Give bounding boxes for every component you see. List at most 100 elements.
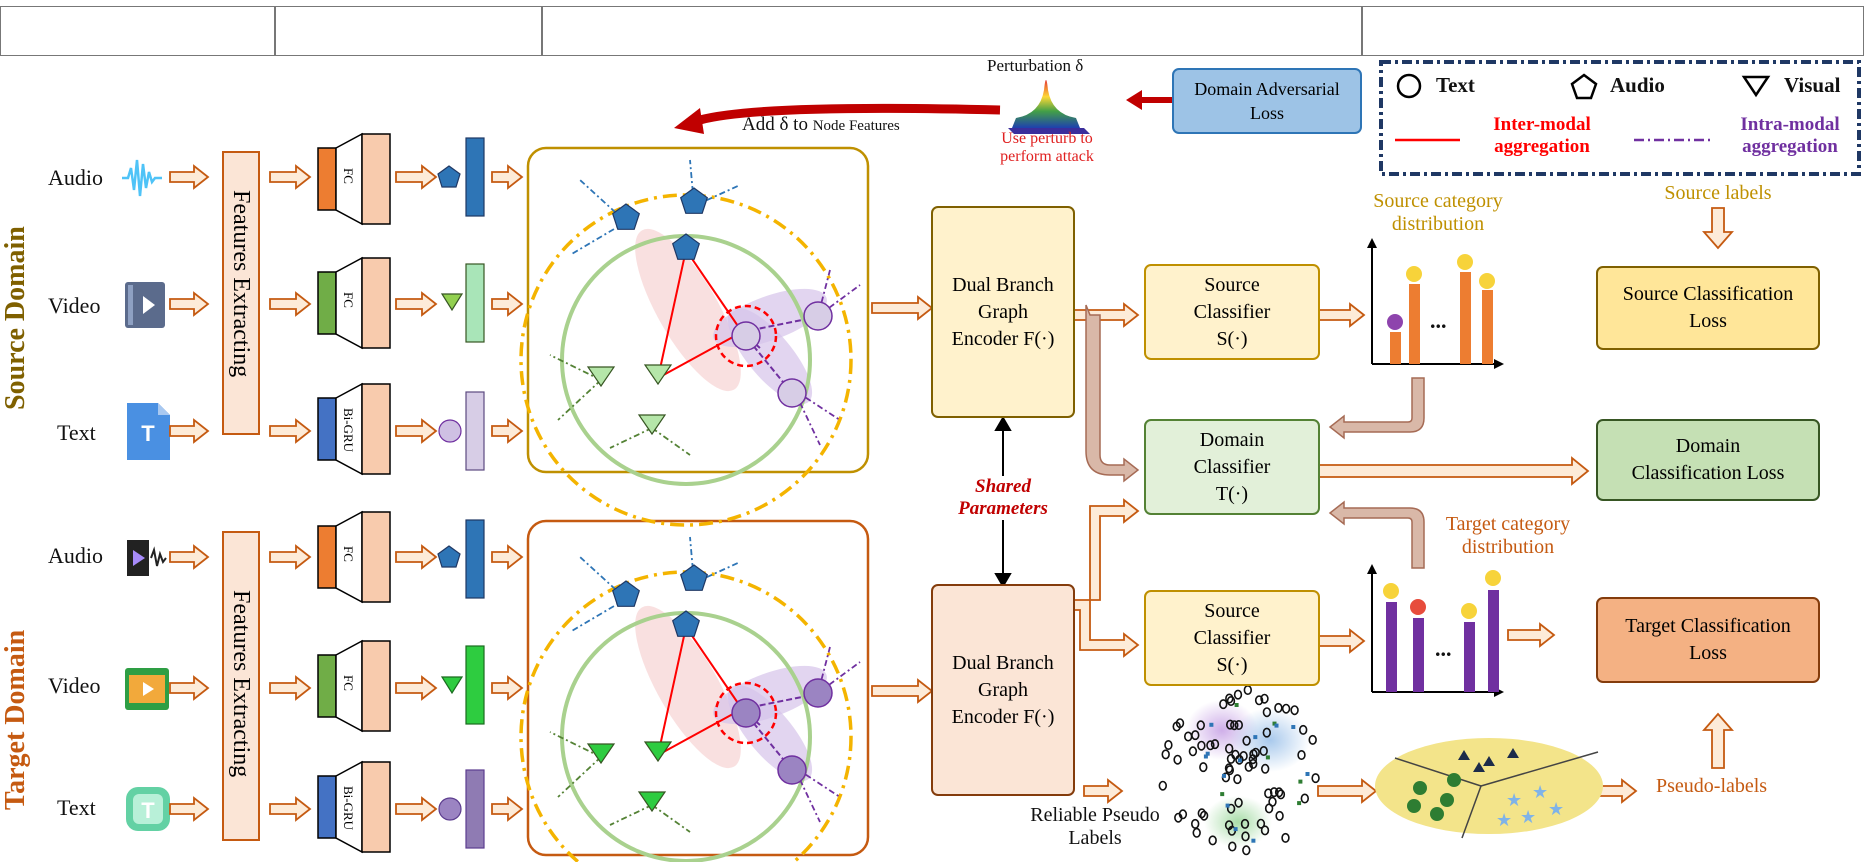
legend-intra-modal: Intra-modal aggregation (1740, 114, 1839, 158)
source-distribution-chart (1367, 238, 1504, 369)
legend-visual-label: Visual (1784, 73, 1841, 97)
source-classifier-line2: Classifier (1193, 626, 1271, 649)
pseudo-label-scatter (1158, 684, 1320, 856)
encoder-line1: Dual Branch (952, 651, 1054, 674)
waveform-icon (122, 159, 162, 197)
svg-text:T: T (141, 421, 155, 446)
target-distribution-chart (1367, 564, 1504, 697)
features-extracting-label-source: Features Extracting (228, 190, 254, 378)
outer-neighborhood-ring (519, 570, 853, 862)
text-document-icon: T (127, 403, 170, 460)
video-player-icon (125, 668, 169, 710)
svg-text:★: ★ (1532, 782, 1548, 803)
target-ellipsis: ... (1435, 636, 1452, 661)
legend-box (1379, 60, 1861, 176)
shared-line2: Parameters (958, 497, 1048, 519)
domain-classifier-line1: Domain (1199, 428, 1265, 451)
target-loss-line2: Loss (1689, 642, 1727, 664)
node-embeddings (437, 137, 485, 849)
legend-inter-line1: Inter-modal (1493, 114, 1591, 135)
domain-loss-line1: Domain (1675, 435, 1741, 457)
features-extracting-label-target: Features Extracting (228, 590, 254, 778)
bigru-label: Bi-GRU (341, 408, 356, 453)
video-icon (125, 282, 165, 328)
target-loss-line1: Target Classification (1625, 615, 1791, 637)
fc-layers (317, 132, 391, 854)
header-decoupling: Decoupling Dual Branches for Category Al… (1362, 6, 1864, 56)
domain-adversarial-line1: Domain Adversarial (1194, 78, 1340, 99)
legend-text-label: Text (1436, 73, 1475, 97)
encoder-line3: Encoder F(·) (951, 705, 1055, 728)
source-classifier-line3: S(·) (1216, 653, 1248, 676)
domain-adversarial-line2: Loss (1249, 103, 1284, 123)
svg-text:★: ★ (1520, 807, 1536, 828)
fc-label: FC (341, 168, 356, 184)
reliable-line2: Labels (1068, 827, 1122, 849)
modality-audio-source: Audio (48, 165, 103, 190)
modality-video-source: Video (48, 293, 101, 318)
domain-classifier-line2: Classifier (1193, 455, 1271, 478)
use-perturb-note: Use perturb to perform attack (1000, 130, 1094, 167)
features-extracting-bar-source (222, 151, 260, 435)
legend-intra-line2: aggregation (1742, 135, 1838, 157)
flow-arrows (169, 164, 1734, 822)
svg-text:★: ★ (1496, 810, 1512, 831)
source-classifier-line1: Source (1204, 599, 1260, 622)
shared-line1: Shared (975, 476, 1031, 497)
source-dist-line2: distribution (1391, 213, 1485, 235)
source-labels-label: Source labels (1664, 182, 1772, 204)
cluster-ellipse: ★★ ★★ ★ (1375, 738, 1603, 839)
outer-neighborhood-ring (519, 193, 853, 527)
source-classifier-line3: S(·) (1216, 327, 1248, 350)
perturbation-peak-icon (1008, 80, 1090, 134)
target-category-distribution-label: Target category distribution (1446, 513, 1570, 559)
target-graph (519, 536, 861, 862)
source-category-distribution-label: Source category distribution (1373, 190, 1502, 236)
source-loss-line2: Loss (1689, 310, 1727, 332)
modality-text-target: Text (57, 795, 96, 820)
encoder-line2: Graph (978, 678, 1028, 701)
header-contextual: Contextual Features Extraction (275, 6, 542, 56)
svg-text:T: T (141, 798, 155, 823)
legend-inter-line2: aggregation (1494, 135, 1590, 157)
source-loss-line1: Source Classification (1622, 283, 1794, 305)
target-dist-line2: distribution (1461, 536, 1555, 558)
source-graph (519, 159, 861, 527)
legend-intra-line1: Intra-modal (1740, 114, 1840, 135)
domain-loss-line2: Classification Loss (1631, 462, 1785, 484)
bigru-label: Bi-GRU (341, 786, 356, 831)
fc-label: FC (341, 292, 356, 308)
header-decoupling-label: Decoupling Dual Branches for Category Al… (1396, 18, 1830, 43)
source-classifier-line1: Source (1204, 273, 1260, 296)
fc-label: FC (341, 675, 356, 691)
svg-text:★: ★ (1548, 799, 1564, 820)
encoder-line3: Encoder F(·) (951, 327, 1055, 350)
shared-parameters-label: Shared Parameters (958, 476, 1048, 520)
reliable-line1: Reliable Pseudo (1030, 804, 1160, 826)
features-extracting-bar-target (222, 531, 260, 841)
legend-inter-modal: Inter-modal aggregation (1493, 114, 1590, 158)
pseudo-labels-label: Pseudo-labels (1656, 775, 1768, 797)
encoder-line1: Dual Branch (952, 273, 1054, 296)
encoder-line2: Graph (978, 300, 1028, 323)
fc-label: FC (341, 546, 356, 562)
domain-routing-arrows (1085, 304, 1425, 569)
source-dist-line1: Source category (1373, 190, 1503, 212)
header-adaptive: Adaptive Perturbation for Graph Domain A… (542, 6, 1362, 56)
modality-video-target: Video (48, 673, 101, 698)
source-ellipsis: ... (1430, 308, 1447, 333)
source-classifier-line2: Classifier (1193, 300, 1271, 323)
use-perturb-line2: perform attack (1000, 148, 1094, 166)
target-dist-line1: Target category (1445, 513, 1571, 535)
add-delta-prefix: Add δ to (742, 114, 808, 135)
